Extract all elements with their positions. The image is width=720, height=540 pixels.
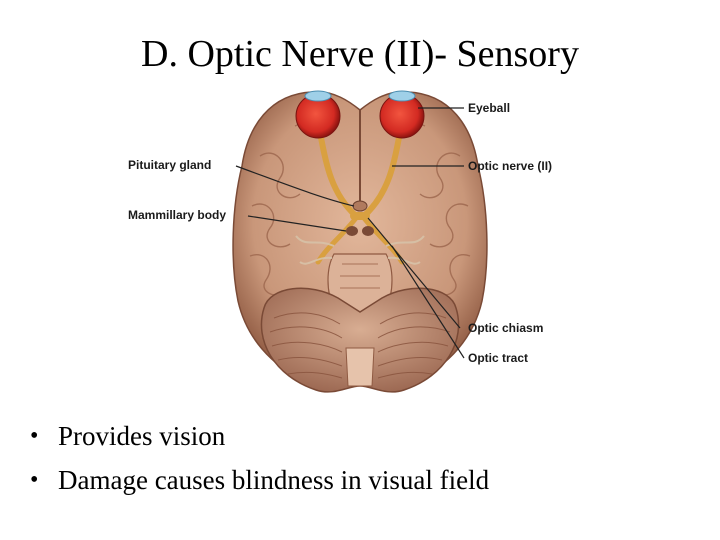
brain-diagram: Eyeball Optic nerve (II) Pituitary gland… — [120, 86, 600, 404]
leader-lines — [235, 107, 465, 359]
bullet-list: • Provides vision • Damage causes blindnes… — [28, 414, 708, 502]
bullet-item: • Damage causes blindness in visual field — [28, 458, 708, 502]
label-optic-chiasm: Optic chiasm — [468, 321, 544, 335]
bullet-text: Damage causes blindness in visual field — [58, 465, 490, 495]
bullet-dot-icon: • — [30, 467, 39, 493]
pituitary-gland-shape — [352, 200, 368, 212]
bullet-text: Provides vision — [58, 421, 226, 451]
label-optic-nerve: Optic nerve (II) — [468, 159, 553, 173]
mammillary-body-shape — [346, 226, 358, 236]
label-eyeball: Eyeball — [468, 101, 511, 115]
bullet-item: • Provides vision — [28, 414, 708, 458]
label-mammillary-body: Mammillary body — [128, 208, 227, 222]
slide-title: D. Optic Nerve (II)- Sensory — [141, 33, 579, 75]
eyeball-left — [295, 90, 341, 139]
cerebellum — [260, 287, 460, 393]
optic-pathway — [315, 129, 405, 265]
label-optic-tract: Optic tract — [468, 351, 529, 365]
eyeball-right — [379, 90, 425, 139]
label-pituitary-gland: Pituitary gland — [128, 158, 212, 172]
bullet-dot-icon: • — [30, 423, 39, 449]
brain-illustration — [232, 90, 488, 393]
